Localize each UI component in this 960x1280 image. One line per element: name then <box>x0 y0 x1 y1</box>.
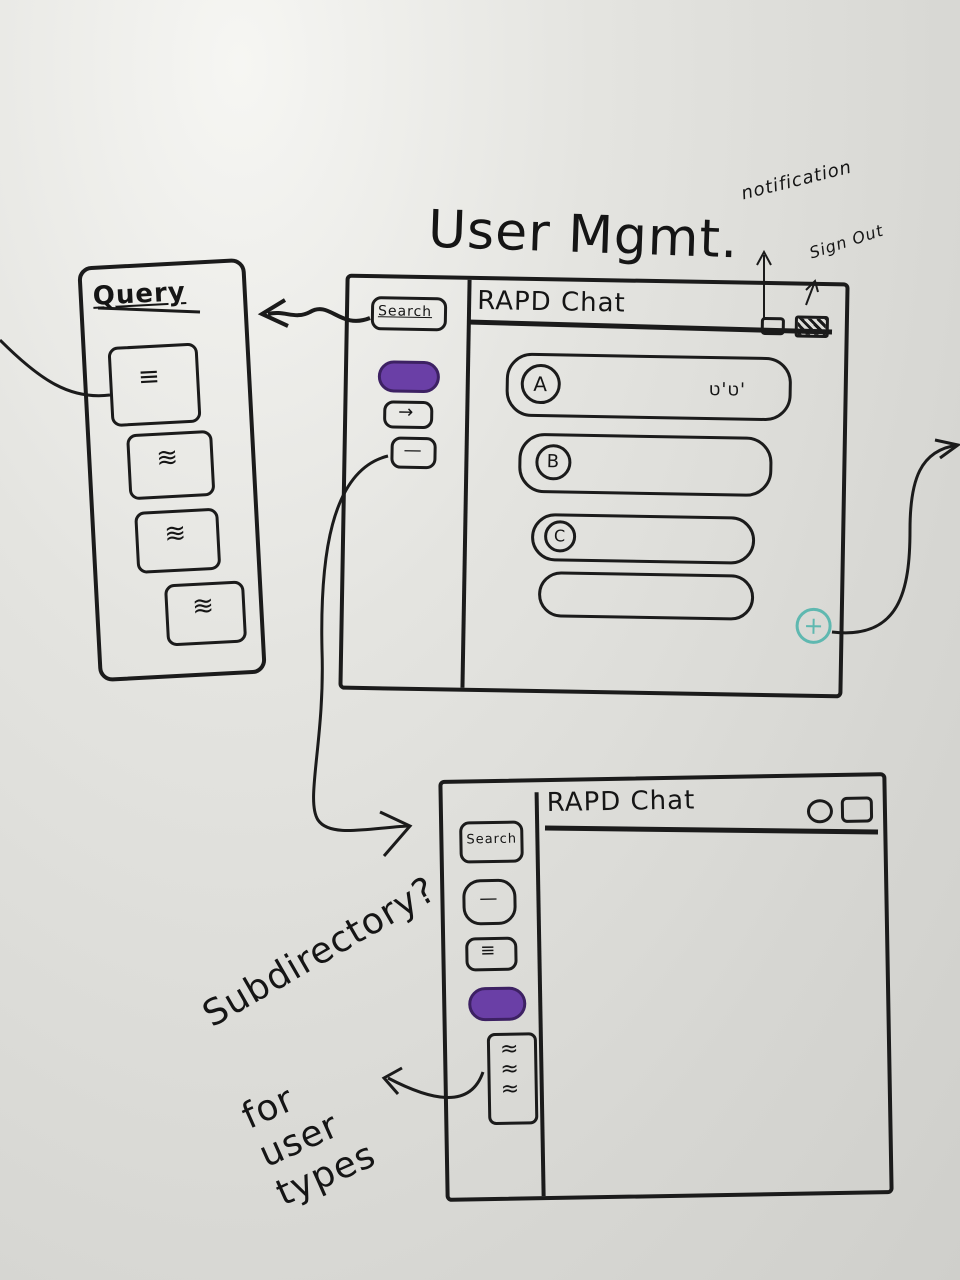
second-screen: Search — ≡ ≈≈≈ RAPD Chat <box>438 772 894 1202</box>
lines-icon: ≋ <box>163 518 188 550</box>
dash-icon: ≡ <box>480 939 497 962</box>
query-result-card[interactable]: ≡ <box>107 342 202 428</box>
chat-list-item[interactable]: C <box>530 512 756 565</box>
lines-icon: ≈≈≈ <box>499 1036 521 1102</box>
main-screen: Search → — RAPD Chat A ט'ט' B C + <box>338 273 850 699</box>
lines-icon: ≋ <box>191 590 216 623</box>
app-title: RAPD Chat <box>546 785 696 819</box>
query-result-card[interactable]: ≋ <box>134 507 222 574</box>
sidebar-item[interactable]: — <box>462 878 517 926</box>
sign-out-icon[interactable] <box>840 796 874 823</box>
arrow-icon: → <box>398 401 415 423</box>
query-panel: Query ≡ ≋ ≋ ≋ <box>77 257 267 683</box>
sidebar-divider <box>460 279 472 688</box>
sidebar-item-active[interactable] <box>377 360 441 394</box>
avatar: B <box>535 443 572 481</box>
notification-icon[interactable] <box>760 316 785 336</box>
add-chat-button[interactable]: + <box>795 607 832 645</box>
lines-icon: ≡ <box>137 361 162 393</box>
sidebar-item[interactable]: ≡ <box>465 936 518 972</box>
search-button[interactable]: Search <box>459 820 524 864</box>
query-result-card[interactable]: ≋ <box>163 580 248 647</box>
search-label: Search <box>377 303 433 321</box>
chat-list-item[interactable] <box>537 571 755 621</box>
lines-icon: ≋ <box>155 442 180 474</box>
dash-icon: — <box>403 439 423 462</box>
search-button[interactable]: Search <box>370 296 448 332</box>
search-label: Search <box>466 831 518 848</box>
sidebar-item[interactable]: → <box>382 400 434 430</box>
sidebar-item-active[interactable] <box>467 986 527 1022</box>
chat-meta: ט'ט' <box>708 378 747 401</box>
dash-icon: — <box>479 887 499 910</box>
chat-list-item[interactable]: B <box>517 432 773 498</box>
page-title: User Mgmt. <box>427 199 740 271</box>
sidebar-item[interactable]: — <box>390 436 437 470</box>
subdirectory-list[interactable]: ≈≈≈ <box>486 1032 539 1126</box>
avatar: C <box>543 520 577 553</box>
sidebar-divider <box>534 792 546 1197</box>
notification-icon[interactable] <box>806 799 834 824</box>
plus-icon: + <box>803 611 824 641</box>
avatar: A <box>520 363 562 405</box>
query-result-card[interactable]: ≋ <box>126 429 216 501</box>
chat-list-item[interactable]: A ט'ט' <box>505 352 793 422</box>
query-title: Query <box>92 277 187 312</box>
app-title: RAPD Chat <box>476 285 626 319</box>
sign-out-icon[interactable] <box>794 315 830 339</box>
